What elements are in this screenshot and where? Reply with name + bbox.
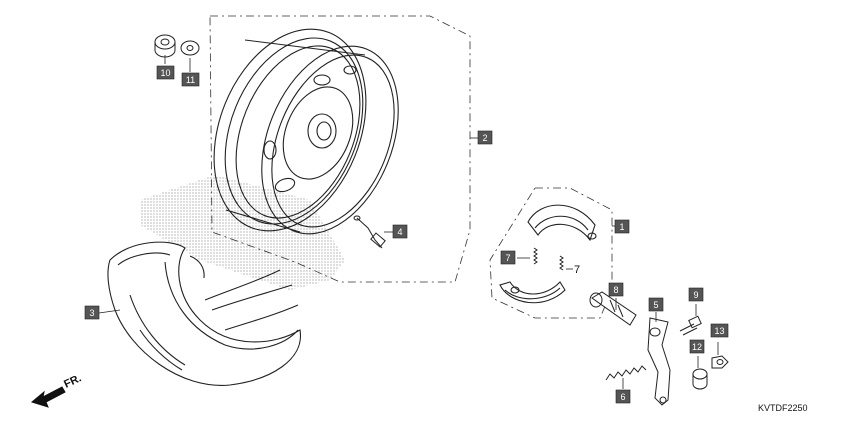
drawing-code: KVTDF2250	[758, 403, 808, 413]
svg-text:3: 3	[89, 308, 94, 318]
callout-6: 6	[615, 389, 631, 404]
wheel-rim	[213, 28, 399, 235]
svg-text:5: 5	[653, 300, 658, 310]
washer	[180, 40, 200, 56]
callout-2: 2	[477, 130, 493, 145]
valve-stem	[353, 215, 386, 249]
brake-arm	[647, 317, 671, 406]
brake-cam	[589, 291, 637, 326]
axle-nut	[154, 34, 176, 58]
callout-5: 5	[648, 297, 664, 312]
svg-text:4: 4	[397, 227, 402, 237]
svg-text:8: 8	[613, 285, 618, 295]
callout-13: 13	[710, 323, 729, 338]
brake-shoe-group-outline	[489, 187, 613, 319]
svg-text:7: 7	[505, 253, 510, 263]
callout-1: 1	[614, 219, 630, 234]
svg-text:9: 9	[693, 290, 698, 300]
svg-text:11: 11	[186, 75, 195, 85]
tire	[107, 241, 301, 386]
callout-11: 11	[181, 72, 200, 87]
callout-8: 8	[608, 282, 624, 297]
svg-text:12: 12	[692, 342, 702, 352]
callout-10: 10	[156, 65, 175, 80]
brake-shoe-lower	[499, 281, 566, 304]
callout-3: 3	[84, 305, 100, 320]
collar	[692, 368, 708, 390]
callout-7-right: 7	[574, 264, 580, 276]
leader-line-3	[98, 309, 121, 314]
arm-nut	[711, 355, 729, 369]
callout-9: 9	[688, 287, 704, 302]
svg-text:10: 10	[160, 68, 170, 78]
svg-text:13: 13	[714, 326, 724, 336]
svg-text:1: 1	[619, 222, 624, 232]
front-arrow-icon	[30, 386, 66, 408]
svg-text:7: 7	[574, 264, 580, 276]
svg-text:6: 6	[620, 392, 625, 402]
callout-12: 12	[689, 339, 705, 354]
bolt	[679, 315, 702, 336]
brake-spring-left	[533, 247, 538, 265]
wheel-group-outline	[209, 15, 471, 283]
brake-spring-right	[559, 255, 564, 271]
return-spring	[605, 365, 647, 381]
brake-shoe-upper	[527, 204, 597, 242]
svg-text:2: 2	[482, 133, 487, 143]
callout-7-left: 7	[500, 250, 516, 265]
callout-4: 4	[392, 224, 408, 239]
front-direction-label: FR.	[62, 372, 83, 390]
